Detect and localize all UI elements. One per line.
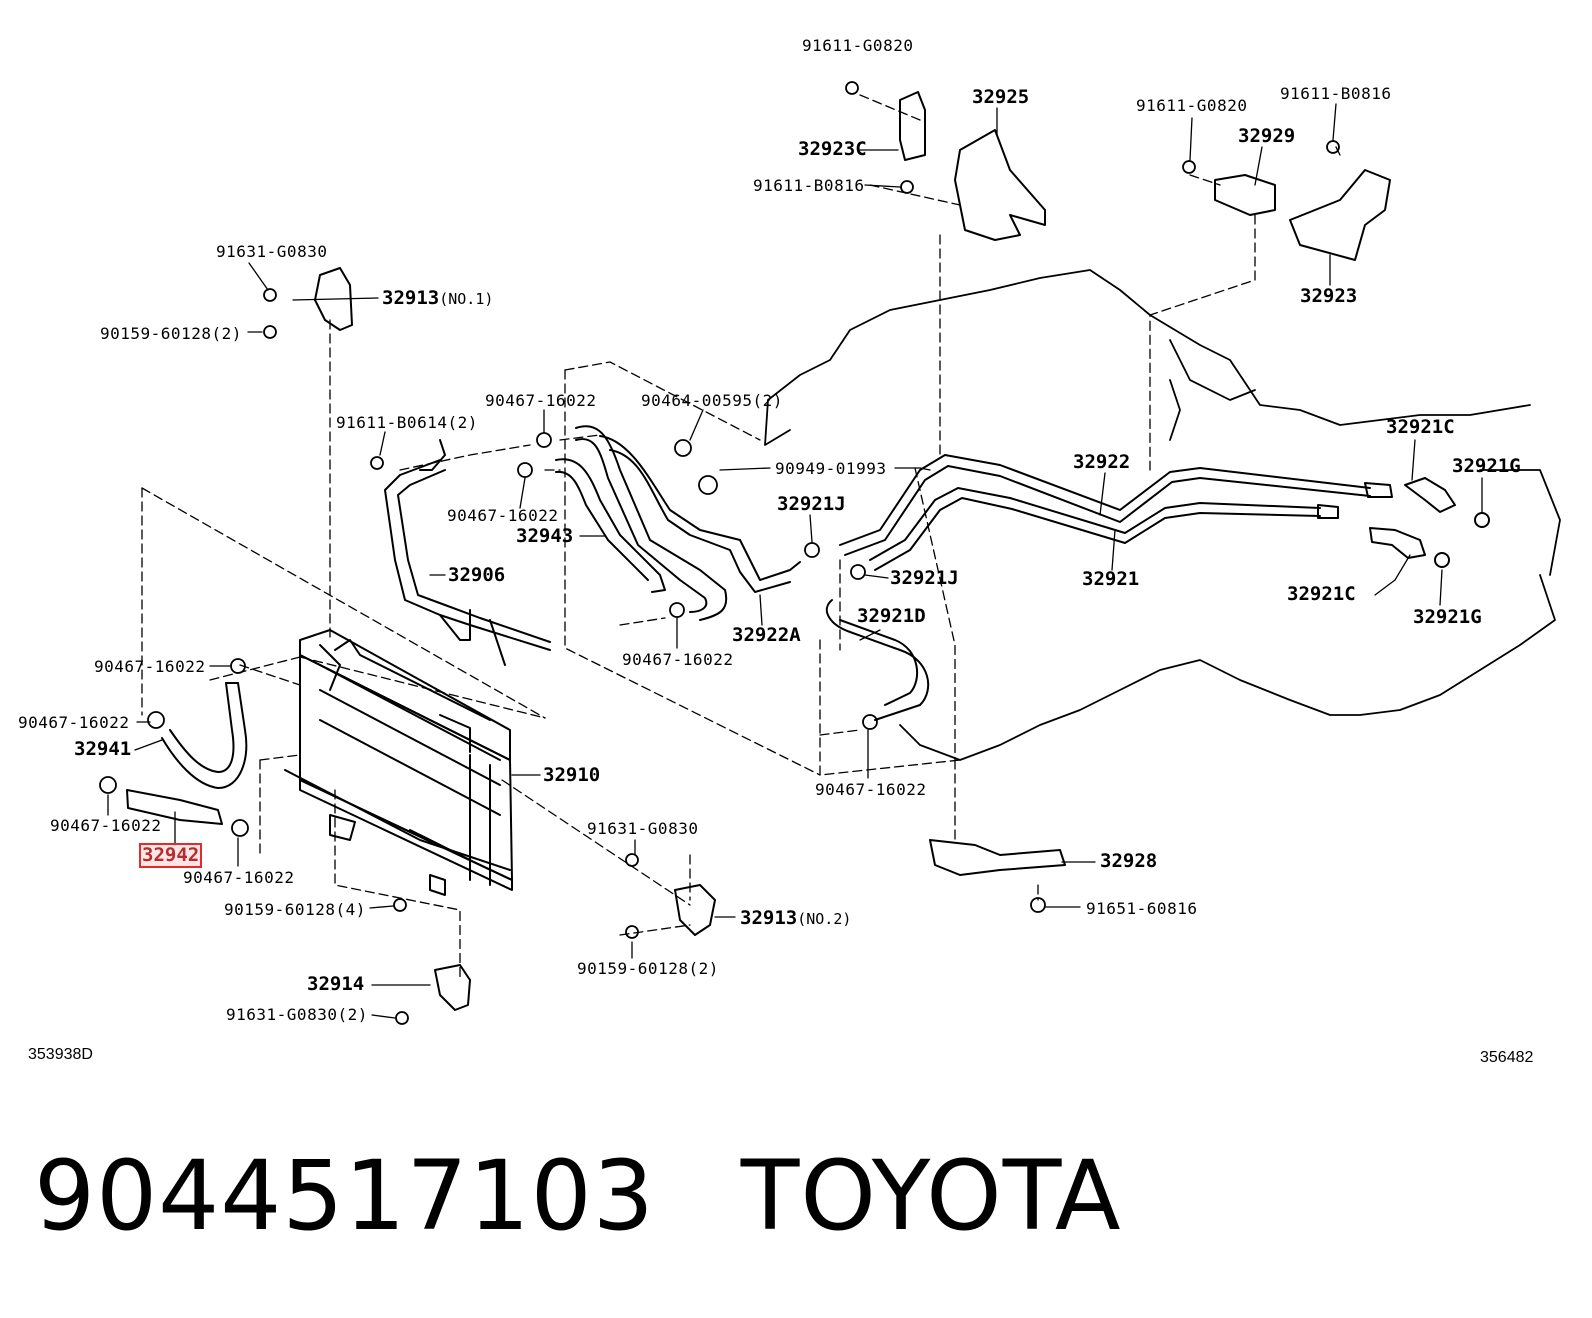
caption: 9044517103 TOYOTA <box>34 1140 1122 1252</box>
fittings-32921 <box>1369 477 1490 568</box>
label-91611-g0820-top: 91611-G0820 <box>802 36 914 55</box>
label-90467-16022-g: 90467-16022 <box>50 816 162 835</box>
label-32921j-top: 32921J <box>777 493 846 515</box>
leader-lines <box>107 103 1483 1019</box>
part-number: 9044517103 <box>34 1140 655 1252</box>
transmission-outline <box>764 269 1561 761</box>
label-32929: 32929 <box>1238 125 1296 147</box>
label-90467-16022-e: 90467-16022 <box>18 713 130 732</box>
label-90949-01993: 90949-01993 <box>775 459 887 478</box>
label-90467-16022-c: 90467-16022 <box>622 650 734 669</box>
label-32906: 32906 <box>448 564 506 586</box>
label-32921c-bot: 32921C <box>1287 583 1356 605</box>
label-32921j-mid: 32921J <box>890 567 959 589</box>
label-32914: 32914 <box>307 973 365 995</box>
label-90159-60128-4: 90159-60128(4) <box>224 900 366 919</box>
oil-cooler-32910 <box>284 629 513 896</box>
pipe-32921d <box>825 599 930 721</box>
label-32923: 32923 <box>1300 285 1358 307</box>
label-32923c: 32923C <box>798 138 867 160</box>
label-32910: 32910 <box>543 764 601 786</box>
label-91651-60816: 91651-60816 <box>1086 899 1198 918</box>
label-32913-no2: 32913(NO.2) <box>740 907 852 929</box>
label-32921d: 32921D <box>857 605 926 627</box>
label-90467-16022-d: 90467-16022 <box>94 657 206 676</box>
label-91611-b0816-right: 91611-B0816 <box>1280 84 1392 103</box>
label-32925: 32925 <box>972 86 1030 108</box>
label-90467-16022-a: 90467-16022 <box>485 391 597 410</box>
dashed-frames <box>141 94 1341 981</box>
hose-32943 <box>555 425 801 621</box>
label-91611-g0820-right: 91611-G0820 <box>1136 96 1248 115</box>
label-32922: 32922 <box>1073 451 1131 473</box>
reference-code-left: 353938D <box>28 1046 93 1063</box>
hose-32941 <box>161 682 248 789</box>
label-32928: 32928 <box>1100 850 1158 872</box>
label-90159-60128-2-top: 90159-60128(2) <box>100 324 242 343</box>
label-90464-00595: 90464-00595(2) <box>641 391 783 410</box>
label-91631-g0830-2: 91631-G0830(2) <box>226 1005 368 1024</box>
brand-name: TOYOTA <box>740 1140 1122 1252</box>
label-32942-highlighted[interactable]: 32942 <box>138 843 203 868</box>
label-90467-16022-b: 90467-16022 <box>447 506 559 525</box>
label-91611-b0614: 91611-B0614(2) <box>336 413 478 432</box>
bolts-clamps <box>99 81 1340 1025</box>
label-90467-16022-f: 90467-16022 <box>815 780 927 799</box>
label-32913-no1: 32913(NO.1) <box>382 287 494 309</box>
hose-32942 <box>126 789 223 825</box>
label-91631-g0830-mid: 91631-G0830 <box>587 819 699 838</box>
label-32921g-top: 32921G <box>1452 455 1521 477</box>
label-32921: 32921 <box>1082 568 1140 590</box>
label-32922a: 32922A <box>732 624 801 646</box>
reference-code-right: 356482 <box>1480 1049 1534 1066</box>
label-90159-60128-2-bot: 90159-60128(2) <box>577 959 719 978</box>
label-90467-16022-h: 90467-16022 <box>183 868 295 887</box>
label-32921g-bot: 32921G <box>1413 606 1482 628</box>
label-32941: 32941 <box>74 738 132 760</box>
brackets <box>314 91 1391 1011</box>
parts-diagram <box>99 81 1561 1025</box>
label-32921c-top: 32921C <box>1386 416 1455 438</box>
pipe-32906 <box>384 439 551 666</box>
label-32943: 32943 <box>516 525 574 547</box>
label-91611-b0816-mid: 91611-B0816 <box>753 176 865 195</box>
label-91631-g0830-top: 91631-G0830 <box>216 242 328 261</box>
lines-32922 <box>839 454 1393 571</box>
